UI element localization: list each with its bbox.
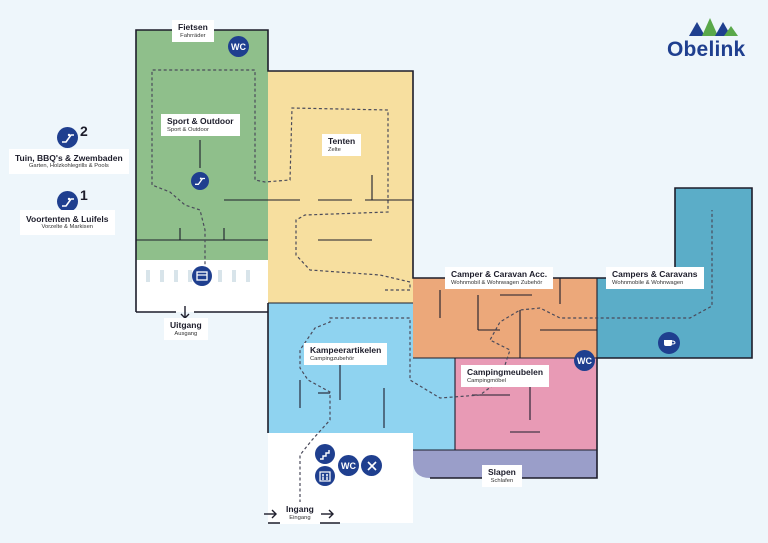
zone-title: Slapen [488, 467, 516, 477]
zone-subtitle: Zelte [328, 146, 341, 153]
zone-title: Sport & Outdoor [167, 116, 234, 126]
zone-kampeerartikelen [268, 303, 455, 450]
entrance-label-ingang: Ingang Eingang [280, 502, 320, 525]
stairs-icon [315, 444, 335, 464]
floor-subtitle: Vorzelte & Markisen [41, 224, 94, 231]
zone-label-camper-acc: Camper & Caravan Acc. Wohnmobil & Wohnwa… [445, 267, 554, 290]
zone-slapen [413, 450, 597, 478]
obelink-logo-mark [689, 18, 738, 36]
floor-subtitle: Garten, Holzkohlegrills & Pools [28, 163, 109, 170]
zone-title: Camper & Caravan Acc. [451, 269, 548, 279]
floor-number-1: 1 [80, 187, 88, 203]
escalator-icon [191, 172, 209, 190]
zone-subtitle: Wohnmobil & Wohnwagen Zubehör [451, 279, 543, 286]
entrance-subtitle: Eingang [289, 514, 311, 521]
zone-title: Tenten [328, 136, 356, 146]
zone-campers-caravans [597, 188, 752, 358]
wc-icon: WC [228, 36, 249, 57]
zone-label-slapen: Slapen Schlafen [482, 465, 522, 488]
floor-label-2: Tuin, BBQ's & Zwembaden Garten, Holzkohl… [9, 149, 129, 175]
zone-title: Fietsen [178, 22, 208, 32]
bike-service-icon [192, 266, 212, 286]
bike-rack [146, 270, 250, 282]
elevator-icon [315, 466, 335, 486]
zone-label-fietsen: Fietsen Fahrräder [172, 20, 214, 43]
floor-title: Voortenten & Luifels [26, 214, 109, 224]
zone-fietsen-sport [136, 30, 268, 260]
zone-label-sport-outdoor: Sport & Outdoor Sport & Outdoor [161, 114, 240, 137]
zone-subtitle: Campingmöbel [467, 377, 506, 384]
exit-subtitle: Ausgang [174, 330, 198, 337]
obelink-logo: Obelink [667, 38, 746, 61]
zone-tenten [268, 71, 413, 303]
entrance-title: Ingang [286, 504, 314, 514]
floor-number-2: 2 [80, 123, 88, 139]
zone-label-kampeerartikelen: Kampeerartikelen Campingzubehör [304, 343, 388, 366]
exit-label-uitgang: Uitgang Ausgang [164, 318, 208, 341]
zone-title: Campers & Caravans [612, 269, 698, 279]
escalator-icon [57, 127, 78, 148]
zone-camper-acc [413, 278, 597, 358]
floor-title: Tuin, BBQ's & Zwembaden [15, 153, 123, 163]
floor-label-1: Voortenten & Luifels Vorzelte & Markisen [20, 210, 115, 236]
zone-label-tenten: Tenten Zelte [322, 134, 362, 157]
exit-title: Uitgang [170, 320, 202, 330]
escalator-icon [57, 191, 78, 212]
restaurant-icon [361, 455, 382, 476]
zone-subtitle: Fahrräder [180, 32, 206, 39]
zone-subtitle: Wohnmobile & Wohnwagen [612, 279, 684, 286]
entrance-arrows [264, 509, 334, 519]
zone-subtitle: Schlafen [490, 477, 514, 484]
coffee-icon [658, 332, 680, 354]
zone-subtitle: Sport & Outdoor [167, 126, 209, 133]
zone-label-campingmeubelen: Campingmeubelen Campingmöbel [461, 365, 550, 388]
wc-icon: WC [338, 455, 359, 476]
wc-icon: WC [574, 350, 595, 371]
zone-title: Campingmeubelen [467, 367, 544, 377]
interior-walls [136, 140, 598, 451]
zone-label-campers-caravans: Campers & Caravans Wohnmobile & Wohnwage… [606, 267, 704, 290]
zone-subtitle: Campingzubehör [310, 355, 355, 362]
zone-title: Kampeerartikelen [310, 345, 382, 355]
walking-route [280, 210, 713, 511]
